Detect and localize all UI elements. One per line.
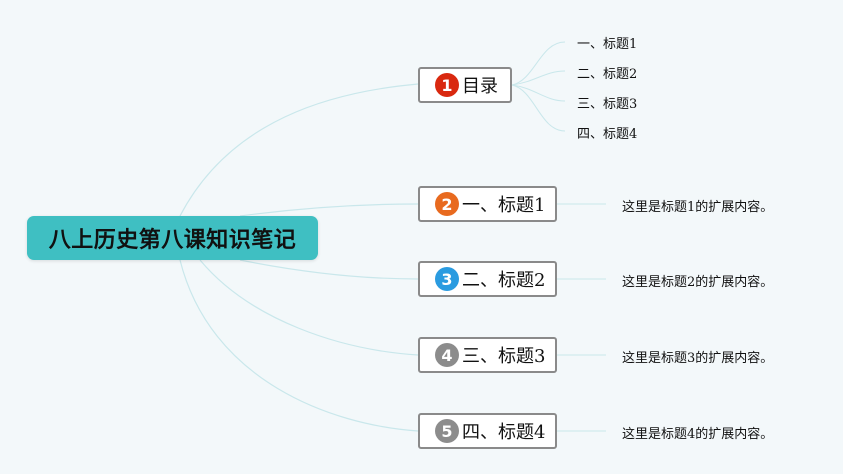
- number-4-badge-icon: 4: [435, 343, 459, 367]
- topic-label: 目录: [462, 76, 498, 97]
- topic-heading-3[interactable]: 4 三、标题3: [418, 337, 557, 373]
- connector-root-toc: [179, 83, 419, 217]
- topic-detail-1[interactable]: 这里是标题1的扩展内容。: [622, 200, 774, 215]
- root-topic[interactable]: 八上历史第八课知识笔记: [27, 216, 318, 260]
- toc-subtopic[interactable]: 二、标题2: [577, 67, 638, 82]
- number-2-badge-icon: 2: [435, 192, 459, 216]
- topic-label: 三、标题3: [462, 346, 546, 367]
- topic-toc[interactable]: 1 目录: [418, 67, 512, 103]
- connector-toc-sub-2: [511, 70, 566, 86]
- connector-root-topic-2: [239, 259, 419, 280]
- topic-heading-2[interactable]: 3 二、标题2: [418, 261, 557, 297]
- topic-detail-2[interactable]: 这里是标题2的扩展内容。: [622, 275, 774, 290]
- toc-subtopic[interactable]: 一、标题1: [577, 37, 638, 52]
- connector-toc-sub-3: [511, 84, 566, 102]
- connector-root-topic-3: [199, 259, 419, 356]
- root-title: 八上历史第八课知识笔记: [48, 228, 297, 253]
- topic-detail-3[interactable]: 这里是标题3的扩展内容。: [622, 351, 774, 366]
- connector-root-topic-4: [179, 259, 419, 432]
- toc-subtopic[interactable]: 四、标题4: [577, 127, 638, 142]
- number-3-badge-icon: 3: [435, 267, 459, 291]
- connector-root-topic-1: [239, 203, 419, 217]
- topic-label: 二、标题2: [462, 270, 546, 291]
- number-1-badge-icon: 1: [435, 73, 459, 97]
- topic-label: 四、标题4: [462, 422, 546, 443]
- topic-heading-1[interactable]: 2 一、标题1: [418, 186, 557, 222]
- toc-subtopic[interactable]: 三、标题3: [577, 97, 638, 112]
- topic-heading-4[interactable]: 5 四、标题4: [418, 413, 557, 449]
- connector-toc-sub-1: [511, 41, 566, 86]
- connector-toc-sub-4: [511, 84, 566, 132]
- topic-detail-4[interactable]: 这里是标题4的扩展内容。: [622, 427, 774, 442]
- number-5-badge-icon: 5: [435, 419, 459, 443]
- topic-label: 一、标题1: [462, 195, 546, 216]
